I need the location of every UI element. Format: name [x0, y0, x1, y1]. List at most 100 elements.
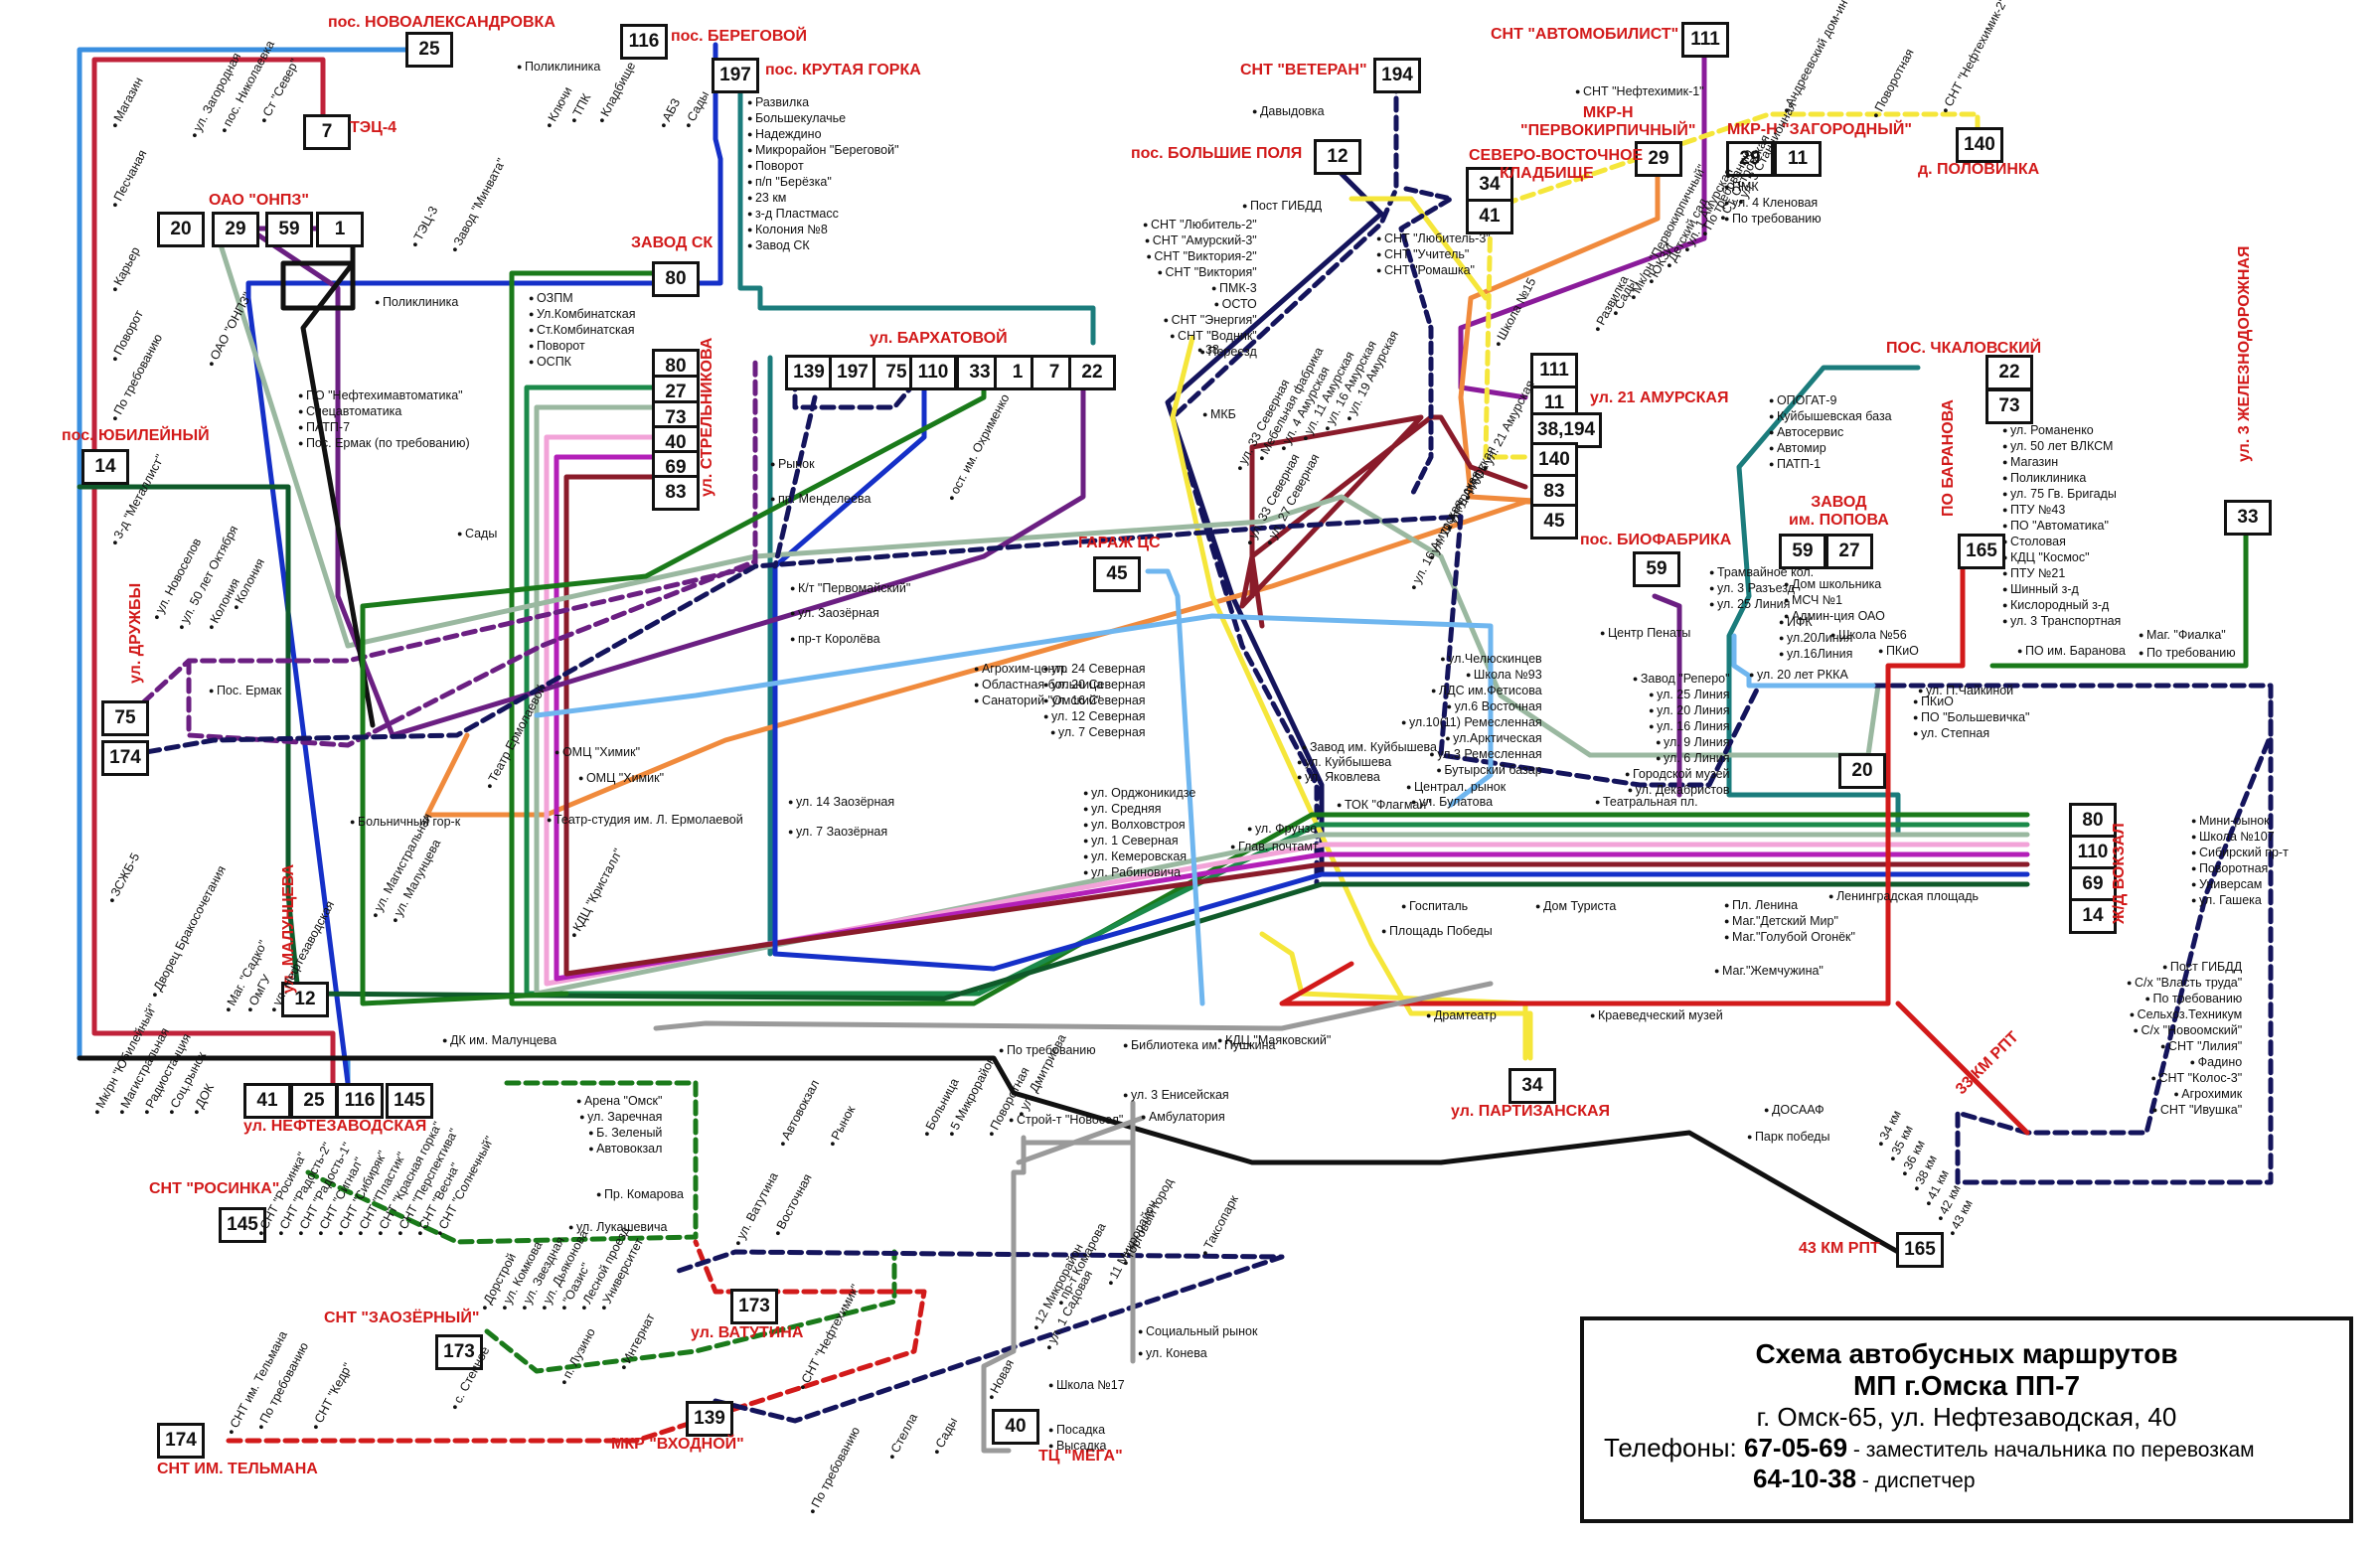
route-badge[interactable]: 41 [1466, 199, 1513, 234]
stop-label: ТОК "Флагман" [1337, 798, 1431, 812]
route-badge[interactable]: 33 [2224, 500, 2272, 536]
stop-label: СНТ "Учитель" [1376, 246, 1491, 262]
stop-list: РазвилкаБольшекулачьеНадеждиноМикрорайон… [747, 94, 899, 253]
route-badge[interactable]: 14 [81, 449, 129, 485]
route-badge[interactable]: 25 [405, 32, 453, 68]
route-line-33 [360, 370, 987, 1006]
stop-label: ул. 12 Северная [1043, 708, 1146, 724]
stop-label: Дом школьника [1784, 576, 1885, 592]
route-badge[interactable]: 25 [290, 1083, 338, 1119]
stop-list: Арена "Омск"ул. ЗаречнаяБ. ЗеленыйАвтово… [576, 1093, 662, 1157]
route-badge[interactable]: 45 [1530, 504, 1578, 540]
route-badge[interactable]: 41 [243, 1083, 291, 1119]
stop-label: ул. 6 Линия [1625, 750, 1729, 766]
route-badge[interactable]: 110 [2069, 835, 2117, 870]
route-badge[interactable]: 11 [1774, 141, 1822, 177]
terminus-label: СНТ "РОСИНКА" [149, 1180, 280, 1197]
route-badge[interactable]: 116 [620, 24, 668, 60]
stop-label: ул. Заречная [576, 1109, 662, 1125]
stop-label: Маг. "Фиалка" [2139, 628, 2226, 642]
route-badge[interactable]: 145 [386, 1083, 433, 1119]
route-badge[interactable]: 173 [730, 1289, 778, 1324]
stop-label: ул. 14 Заозёрная [788, 795, 894, 809]
legend-phone-row-1: Телефоны: 67-05-69 - заместитель начальн… [1604, 1433, 2255, 1463]
route-badge[interactable]: 45 [1093, 556, 1141, 592]
route-badge[interactable]: 197 [829, 355, 876, 390]
stop-label: Поликлиника [2002, 470, 2121, 486]
route-badge[interactable]: 22 [1985, 355, 2033, 390]
route-badge[interactable]: 34 [1466, 167, 1513, 203]
route-badge[interactable]: 7 [303, 114, 351, 150]
route-badge[interactable]: 20 [1838, 753, 1886, 789]
stop-label: ПО "Автоматика" [2002, 518, 2121, 534]
route-badge[interactable]: 194 [1373, 58, 1421, 93]
route-line-45 [1170, 335, 1533, 1061]
route-badge[interactable]: 139 [686, 1401, 733, 1437]
route-badge[interactable]: 73 [1985, 388, 2033, 424]
stop-label: Центр Пенаты [1600, 626, 1690, 640]
stop-label: СНТ "Энергия" [1143, 312, 1257, 328]
stop-label: По требованию [999, 1043, 1096, 1057]
route-badge[interactable]: 27 [1825, 534, 1873, 569]
stop-list: ПКиОПО "Большевичка"ул. Степная [1913, 694, 2030, 741]
route-badge[interactable]: 69 [2069, 866, 2117, 902]
route-badge[interactable]: 174 [157, 1423, 205, 1459]
stop-label: ОСТО [1143, 296, 1257, 312]
route-badge[interactable]: 197 [712, 58, 759, 93]
stop-label: Большекулачье [747, 110, 899, 126]
legend-title: Схема автобусных маршрутов [1755, 1338, 2178, 1369]
stop-label: ул. 4 Кленовая [1724, 195, 1822, 211]
route-badge[interactable]: 165 [1896, 1232, 1944, 1268]
route-badge[interactable]: 75 [101, 700, 149, 736]
route-badge[interactable]: 83 [652, 475, 700, 511]
route-badge[interactable]: 116 [336, 1083, 384, 1119]
phone-number-1[interactable]: 67-05-69 [1744, 1433, 1848, 1463]
stop-label: Колония №8 [747, 222, 899, 237]
legend-phone-row-2: 64-10-38 - диспетчер [1753, 1464, 1976, 1493]
stop-label: ул. Средняя [1083, 801, 1195, 817]
route-badge[interactable]: 29 [1635, 141, 1682, 177]
stop-label: Фадино [2127, 1054, 2243, 1070]
route-badge[interactable]: 174 [101, 740, 149, 776]
route-line-165 [1279, 553, 1966, 1006]
route-badge[interactable]: 140 [1530, 442, 1578, 478]
route-badge[interactable]: 12 [1314, 139, 1361, 175]
route-badge[interactable]: 20 [157, 212, 205, 247]
terminus-label: д. ПОЛОВИНКА [1918, 161, 2040, 178]
route-line-40 [544, 434, 2030, 987]
phone-number-2[interactable]: 64-10-38 [1753, 1464, 1857, 1493]
route-badge[interactable]: 111 [1530, 353, 1578, 388]
route-badge[interactable]: 34 [1508, 1068, 1556, 1104]
route-badge[interactable]: 110 [909, 355, 957, 390]
terminus-label: пос. ЮБИЛЕЙНЫЙ [62, 427, 210, 444]
stop-label: ул. 9 Линия [1625, 734, 1729, 750]
route-badge[interactable]: 1 [316, 212, 364, 247]
route-badge[interactable]: 59 [265, 212, 313, 247]
route-badge[interactable]: 140 [1956, 127, 2003, 163]
route-badge[interactable]: 111 [1681, 22, 1729, 58]
stop-list: ПМКул. 4 КленоваяПо требованию [1724, 179, 1822, 227]
stop-label: СНТ "Водник" [1143, 328, 1257, 344]
stop-label: Социальный рынок [1138, 1324, 1257, 1338]
route-badge[interactable]: 29 [212, 212, 259, 247]
route-badge[interactable]: 22 [1068, 355, 1116, 390]
route-badge[interactable]: 80 [2069, 803, 2117, 839]
terminus-label: пос. БИОФАБРИКА [1580, 532, 1732, 548]
stop-list: ПО "Нефтехимавтоматика"СпецавтоматикаПАТ… [298, 387, 470, 451]
route-badge[interactable]: 59 [1633, 551, 1680, 587]
route-badge[interactable]: 40 [992, 1409, 1039, 1445]
stop-label: ОМЦ "Химик" [555, 745, 640, 759]
stop-label: Автовокзал [576, 1141, 662, 1157]
route-badge[interactable]: 80 [652, 261, 700, 297]
route-badge[interactable]: 139 [785, 355, 833, 390]
stop-label: ОМЦ "Химик" [578, 771, 664, 785]
stop-label: Завод СК [747, 237, 899, 253]
stop-label: СНТ "Виктория-2" [1143, 248, 1256, 264]
route-line-59 [280, 221, 376, 728]
route-badge[interactable]: 165 [1958, 534, 2005, 569]
stop-label: Библиотека им. Пушкина [1123, 1038, 1276, 1052]
stop-label: Поликлиника [375, 295, 458, 309]
stop-label: Централ. рынок [1406, 780, 1506, 794]
route-badge[interactable]: 14 [2069, 898, 2117, 934]
